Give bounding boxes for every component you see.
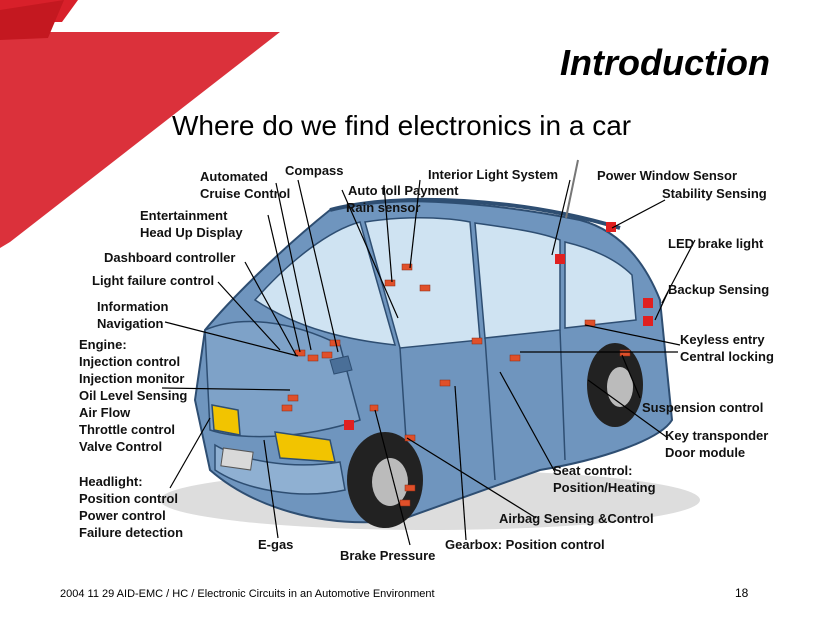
label-dashboard: Dashboard controller bbox=[104, 250, 236, 265]
label-brake-pressure: Brake Pressure bbox=[340, 548, 436, 563]
label-light-failure: Light failure control bbox=[92, 273, 215, 288]
headlight-right bbox=[274, 431, 336, 463]
label-engine: Engine: Injection control Injection moni… bbox=[79, 337, 188, 454]
label-suspension: Suspension control bbox=[642, 400, 764, 415]
slide-footer: 2004 11 29 AID-EMC / HC / Electronic Cir… bbox=[60, 588, 435, 600]
logo-swoosh bbox=[0, 32, 280, 248]
logo-corner bbox=[0, 0, 64, 40]
label-rain-sensor: Rain sensor bbox=[346, 200, 421, 215]
label-airbag: Airbag Sensing &Control bbox=[499, 511, 654, 526]
label-key-transponder: Key transponder Door module bbox=[665, 428, 769, 460]
label-power-window: Power Window Sensor bbox=[597, 168, 738, 183]
label-information: Information Navigation bbox=[97, 299, 169, 331]
label-gearbox: Gearbox: Position control bbox=[445, 537, 605, 552]
window-rear bbox=[564, 241, 637, 329]
label-egas: E-gas bbox=[258, 537, 294, 552]
car-hood bbox=[204, 320, 361, 438]
module-markers bbox=[281, 263, 631, 507]
label-headlight: Headlight: Position control Power contro… bbox=[79, 474, 184, 540]
label-led-brake: LED brake light bbox=[668, 236, 764, 251]
label-backup: Backup Sensing bbox=[668, 282, 770, 297]
label-automated-cruise: Automated Cruise Control bbox=[200, 169, 291, 201]
label-compass: Compass bbox=[285, 163, 344, 178]
page-number: 18 bbox=[735, 586, 749, 600]
headlight-left bbox=[211, 404, 241, 436]
label-keyless: Keyless entry Central locking bbox=[680, 332, 774, 364]
slide-title: Introduction bbox=[560, 42, 770, 83]
label-seat: Seat control: Position/Heating bbox=[553, 463, 656, 495]
windshield bbox=[253, 221, 397, 346]
window-middle bbox=[474, 222, 561, 339]
label-interior-light: Interior Light System bbox=[428, 167, 559, 182]
sensor-markers bbox=[344, 222, 653, 430]
window-front bbox=[364, 217, 481, 349]
slide-subtitle: Where do we find electronics in a car bbox=[172, 110, 632, 141]
label-auto-toll: Auto toll Payment bbox=[348, 183, 459, 198]
label-entertainment: Entertainment Head Up Display bbox=[140, 208, 243, 240]
leader-lines bbox=[161, 179, 696, 546]
label-stability: Stability Sensing bbox=[662, 186, 767, 201]
